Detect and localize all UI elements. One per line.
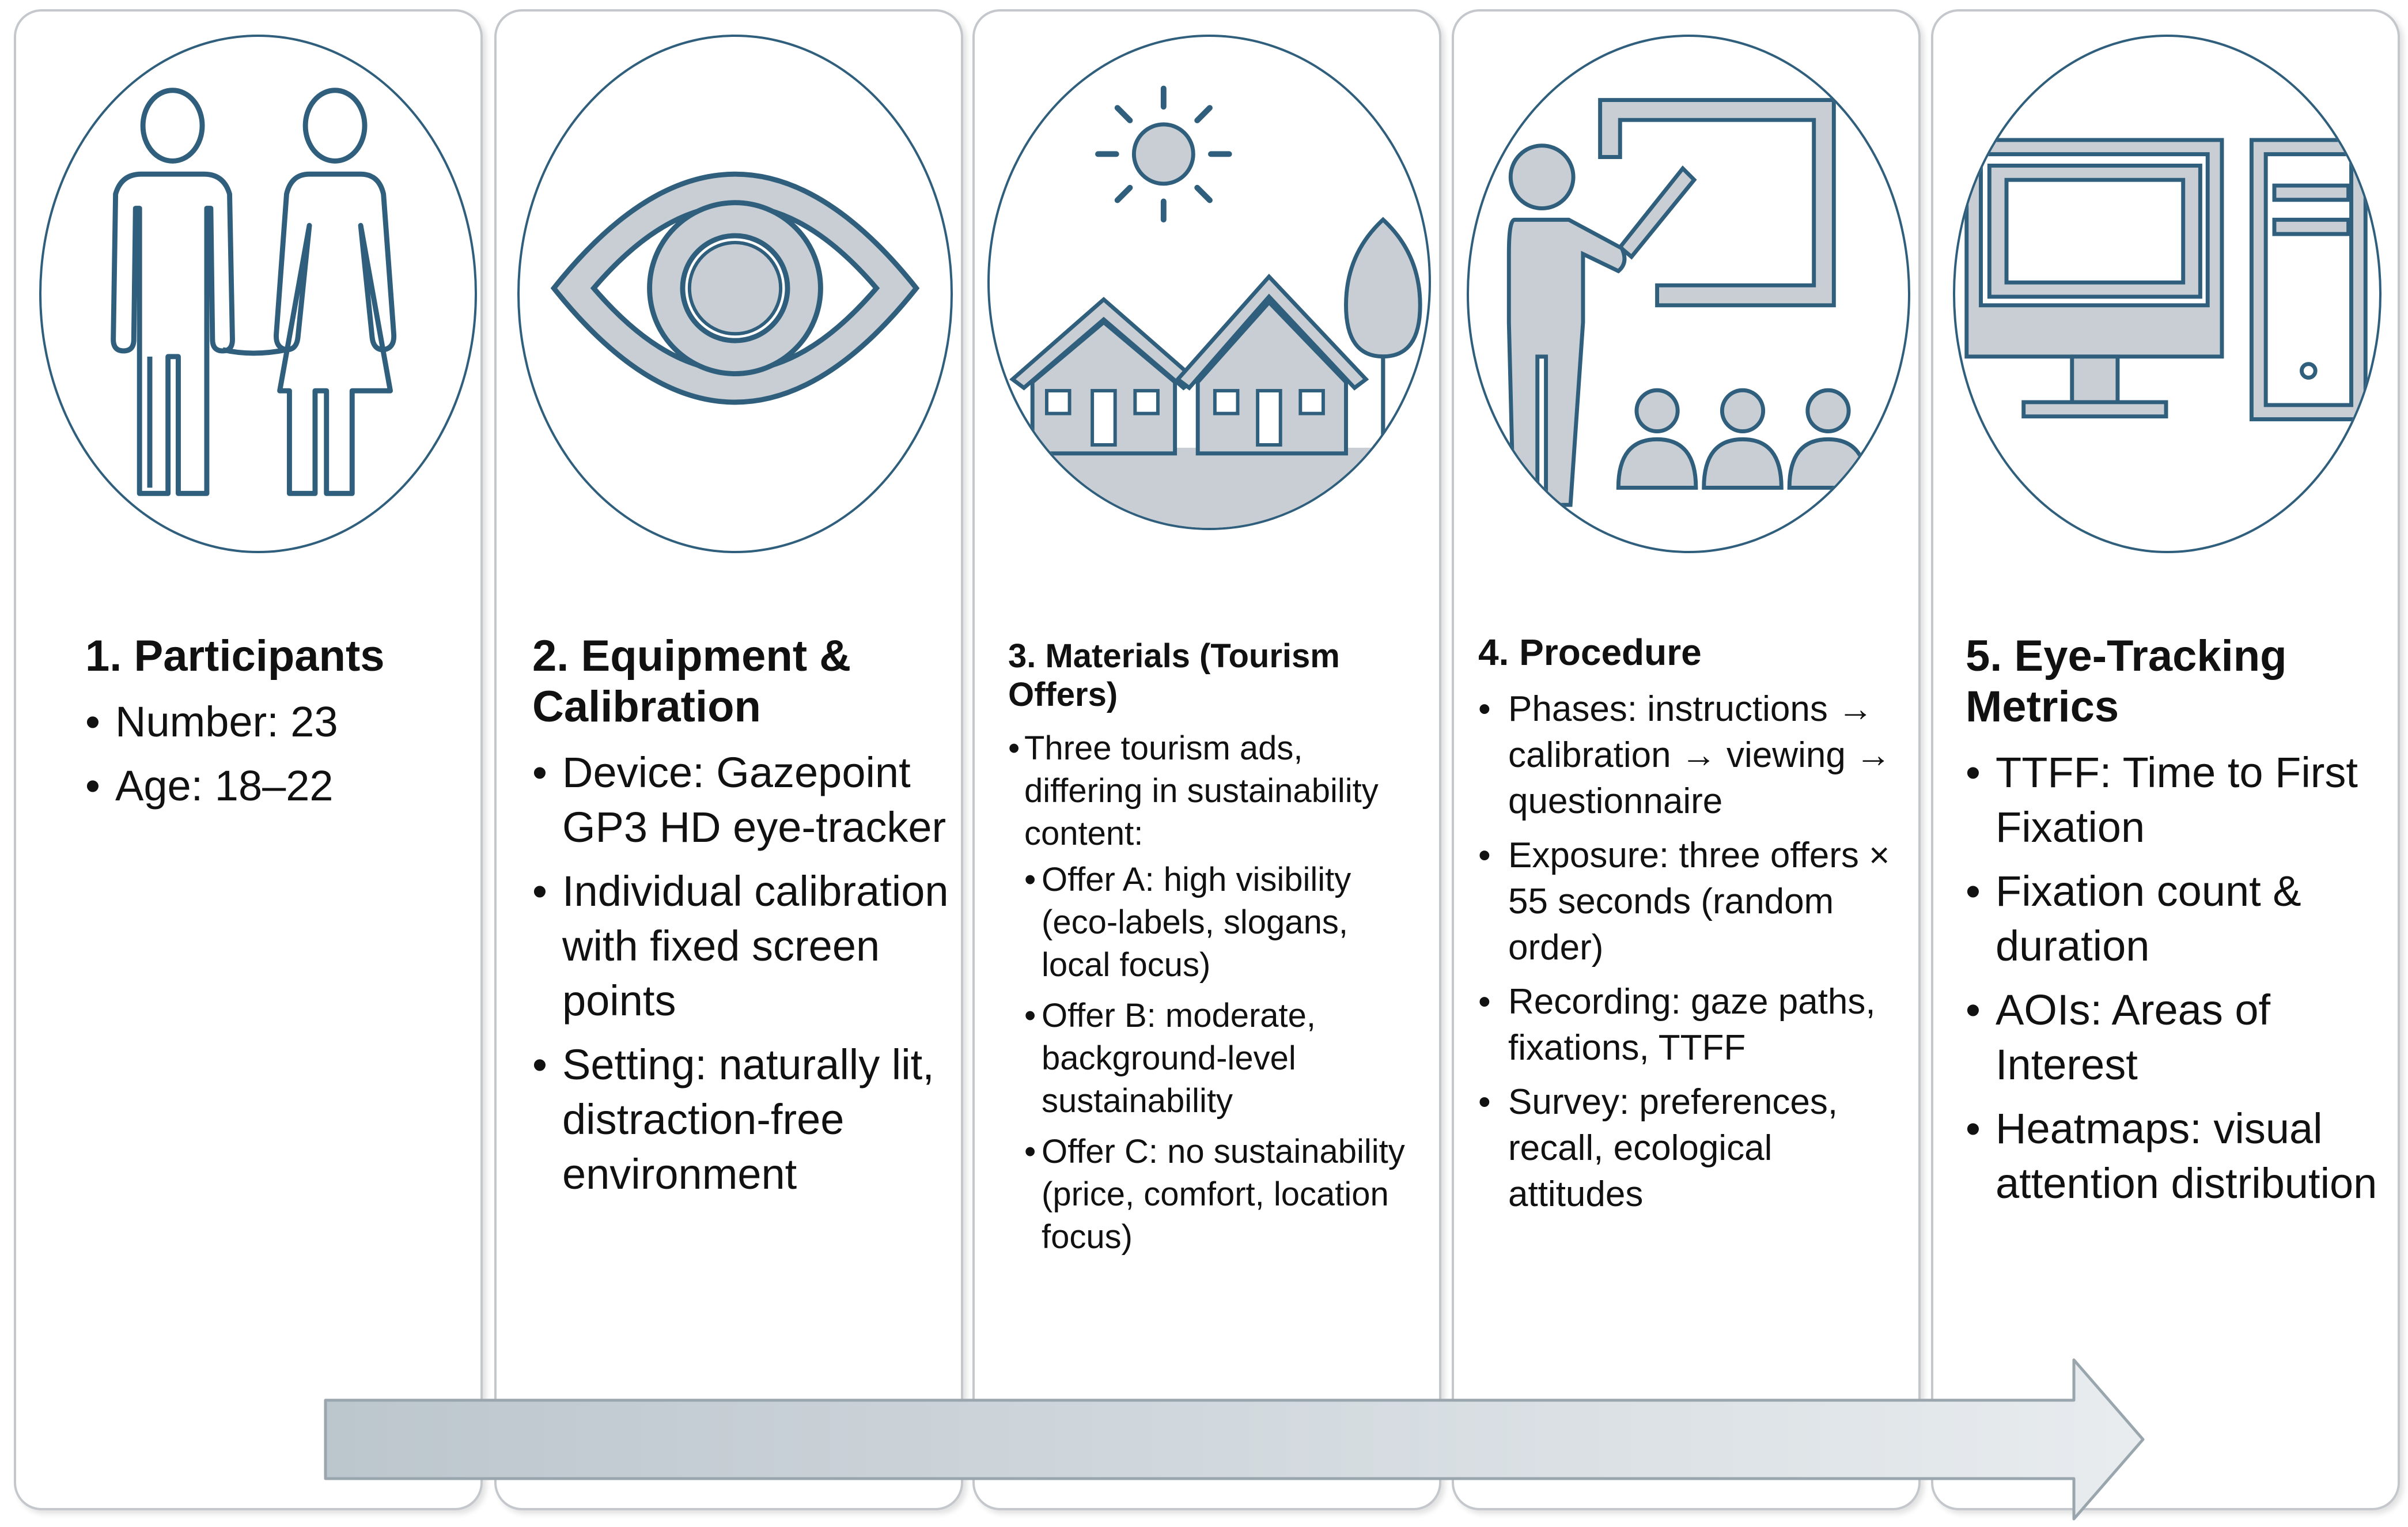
bullet-item: Phases: instructions → calibration → vie…	[1478, 686, 1905, 825]
houses-sun-icon	[987, 35, 1431, 530]
computer-icon	[1953, 35, 2382, 553]
presenter-icon	[1467, 35, 1910, 553]
bullet-item: Fixation count & duration	[1966, 864, 2392, 973]
bullet-item: Exposure: three offers × 55 seconds (ran…	[1478, 833, 1905, 971]
step-panel-procedure: 4. Procedure Phases: instructions → cali…	[1452, 9, 1921, 1510]
bullet-item: Device: Gazepoint GP3 HD eye-tracker	[532, 745, 953, 855]
step-panel-participants: 1. Participants Number: 23 Age: 18–22	[14, 9, 483, 1510]
step-title: 1. Participants	[85, 632, 385, 681]
sub-bullet-item: Offer B: moderate, background-level sust…	[1024, 995, 1411, 1122]
sub-bullet-item: Offer C: no sustainability (price, comfo…	[1024, 1131, 1411, 1258]
step-title: 3. Materials (Tourism Offers)	[1008, 637, 1340, 714]
bullet-item: AOIs: Areas of Interest	[1966, 982, 2392, 1092]
bullet-item: Recording: gaze paths, fixations, TTFF	[1478, 979, 1905, 1071]
step-title: 2. Equipment & Calibration	[532, 632, 851, 732]
sub-bullet-item: Offer A: high visibility (eco-labels, sl…	[1024, 859, 1411, 986]
bullet-item: Three tourism ads, differing in sustaina…	[1008, 727, 1411, 1258]
bullet-intro: Three tourism ads, differing in sustaina…	[1024, 729, 1379, 852]
step-panel-materials: 3. Materials (Tourism Offers) Three tour…	[972, 9, 1441, 1510]
step-panel-metrics: 5. Eye-Tracking Metrics TTFF: Time to Fi…	[1931, 9, 2400, 1510]
people-icon	[39, 35, 477, 553]
bullet-item: Individual calibration with fixed screen…	[532, 864, 953, 1028]
bullet-item: TTFF: Time to First Fixation	[1966, 745, 2392, 855]
step-title: 4. Procedure	[1478, 632, 1702, 673]
bullet-item: Number: 23	[85, 694, 465, 749]
bullet-item: Age: 18–22	[85, 758, 465, 813]
process-arrow-shape	[324, 1358, 2145, 1521]
step-title: 5. Eye-Tracking Metrics	[1966, 632, 2287, 732]
bullet-item: Survey: preferences, recall, ecological …	[1478, 1079, 1905, 1218]
bullet-item: Setting: naturally lit, distraction-free…	[532, 1037, 953, 1201]
step-panel-equipment: 2. Equipment & Calibration Device: Gazep…	[494, 9, 963, 1510]
bullet-item: Heatmaps: visual attention distribution	[1966, 1101, 2392, 1211]
eye-icon	[517, 35, 953, 553]
